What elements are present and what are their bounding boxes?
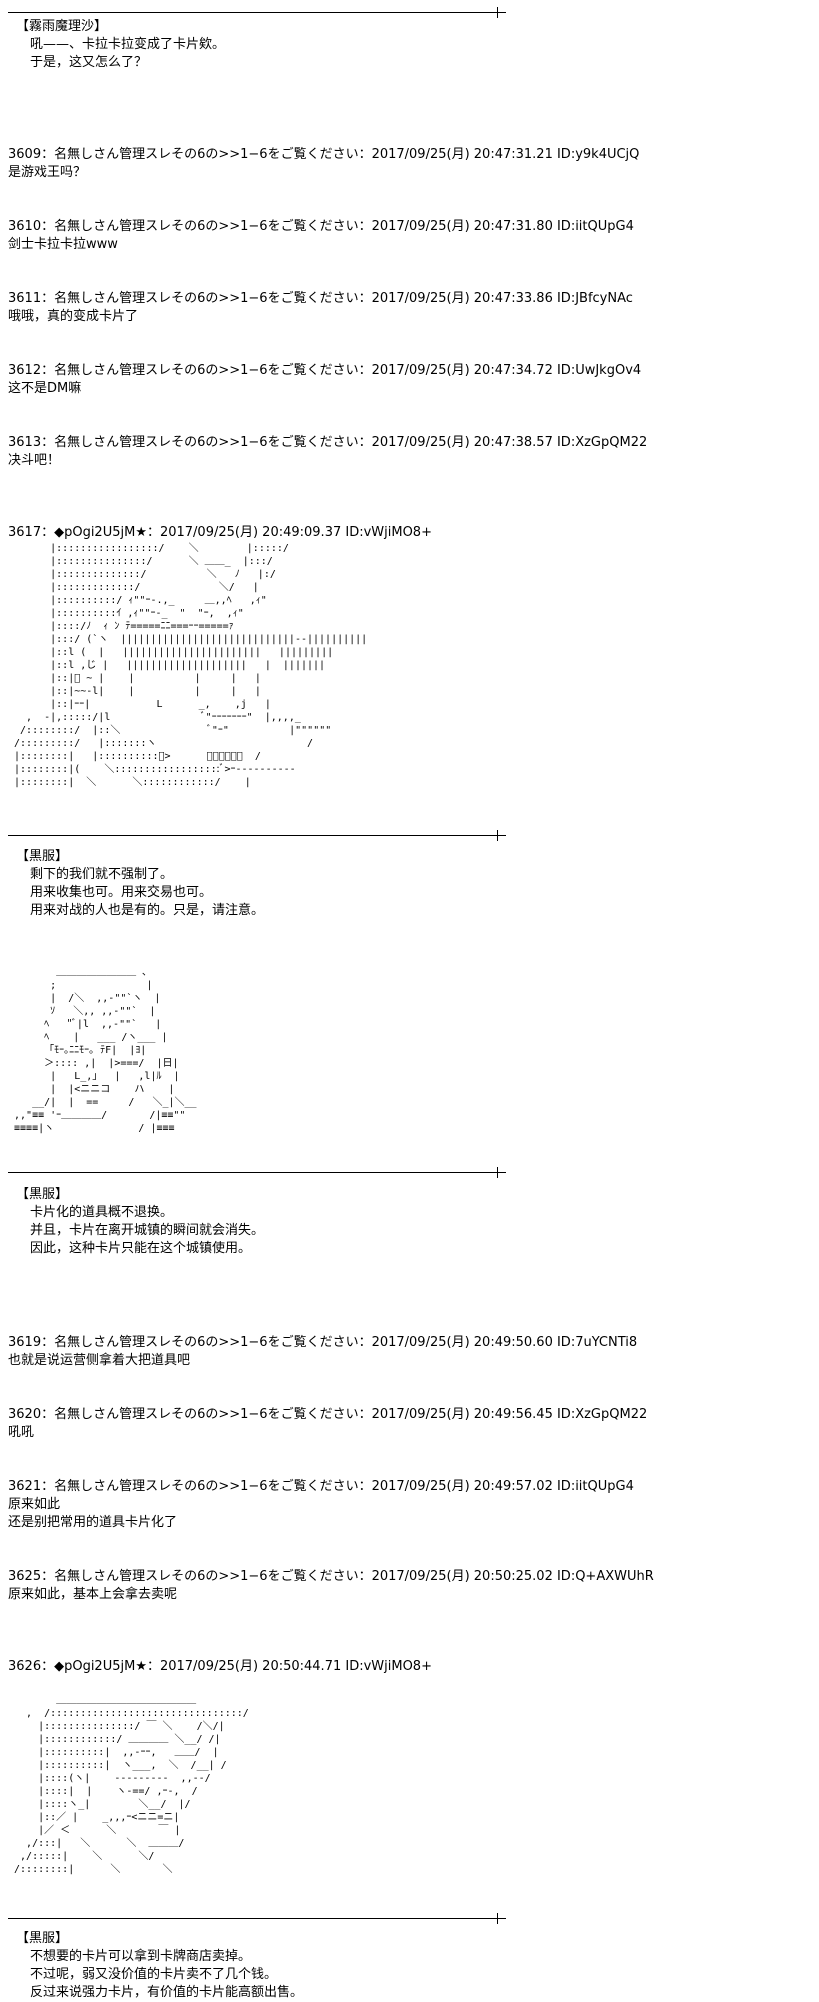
text-line: 3619：名無しさん管理スレその6の>>1−6をご覧ください：2017/09/2… — [8, 1335, 638, 1350]
text-line: 吼吼 — [8, 1425, 35, 1440]
ascii-art: |:::::::::::::::::/ ＼ |:::::/ |:::::::::… — [14, 543, 368, 788]
text-line: 于是，这又怎么了？ — [30, 55, 148, 70]
text-line: 因此，这种卡片只能在这个城镇使用。 — [30, 1241, 252, 1256]
text-line: 3612：名無しさん管理スレその6の>>1−6をご覧ください：2017/09/2… — [8, 363, 642, 378]
text-line: 剩下的我们就不强制了。 — [30, 867, 174, 882]
separator-line — [8, 1918, 506, 1919]
text-line: 3617：◆pOgi2U5jM★：2017/09/25(月) 20:49:09.… — [8, 525, 432, 540]
text-line: 3620：名無しさん管理スレその6の>>1−6をご覧ください：2017/09/2… — [8, 1407, 648, 1422]
text-line: 反过来说强力卡片，有价值的卡片能高额出售。 — [30, 1985, 304, 2000]
separator-line — [8, 1172, 506, 1173]
text-line: 原来如此 — [8, 1497, 61, 1512]
text-line: 用来收集也可。用来交易也可。 — [30, 885, 213, 900]
text-line: 剑士卡拉卡拉www — [8, 237, 118, 252]
text-line: 【黒服】 — [16, 1187, 69, 1202]
text-line: 决斗吧！ — [8, 453, 61, 468]
text-line: 用来对战的人也是有的。只是，请注意。 — [30, 903, 265, 918]
text-line: 【黒服】 — [16, 1931, 69, 1946]
separator-line — [8, 835, 506, 836]
text-line: 不过呢，弱又没价值的卡片卖不了几个钱。 — [30, 1967, 278, 1982]
separator-line — [8, 12, 506, 13]
text-line: 3625：名無しさん管理スレその6の>>1−6をご覧ください：2017/09/2… — [8, 1569, 654, 1584]
text-line: 3613：名無しさん管理スレその6の>>1−6をご覧ください：2017/09/2… — [8, 435, 648, 450]
text-line: 3610：名無しさん管理スレその6の>>1−6をご覧ください：2017/09/2… — [8, 219, 634, 234]
text-line: 也就是说运营侧拿着大把道具吧 — [8, 1353, 191, 1368]
separator-tick — [497, 1167, 498, 1178]
text-line: 【霧雨魔理沙】 — [16, 19, 108, 34]
text-line: 吼——、卡拉卡拉变成了卡片欸。 — [30, 37, 226, 52]
text-line: 3609：名無しさん管理スレその6の>>1−6をご覧ください：2017/09/2… — [8, 147, 640, 162]
separator-tick — [497, 830, 498, 841]
text-line: 这不是DM嘛 — [8, 381, 82, 396]
text-line: 原来如此，基本上会拿去卖呢 — [8, 1587, 178, 1602]
separator-tick — [497, 7, 498, 18]
text-line: 【黒服】 — [16, 849, 69, 864]
text-line: 3611：名無しさん管理スレその6の>>1−6をご覧ください：2017/09/2… — [8, 291, 633, 306]
text-line: 还是别把常用的道具卡片化了 — [8, 1515, 178, 1530]
ascii-art: ＿＿＿＿＿＿＿＿＿＿＿＿＿＿ , /::::::::::::::::::::::… — [14, 1695, 249, 1875]
text-line: 是游戏王吗？ — [8, 165, 87, 180]
text-line: 哦哦，真的变成卡片了 — [8, 309, 139, 324]
text-line: 并且，卡片在离开城镇的瞬间就会消失。 — [30, 1223, 265, 1238]
text-line: 不想要的卡片可以拿到卡牌商店卖掉。 — [30, 1949, 252, 1964]
ascii-art: ＿＿＿＿＿＿＿＿ ､ ; | | /＼ ,,-""`ヽ | ｿ ＼,, ,,-"… — [14, 967, 197, 1134]
text-line: 3621：名無しさん管理スレその6の>>1−6をご覧ください：2017/09/2… — [8, 1479, 634, 1494]
text-line: 卡片化的道具概不退换。 — [30, 1205, 174, 1220]
separator-tick — [497, 1913, 498, 1924]
text-line: 3626：◆pOgi2U5jM★：2017/09/25(月) 20:50:44.… — [8, 1659, 432, 1674]
